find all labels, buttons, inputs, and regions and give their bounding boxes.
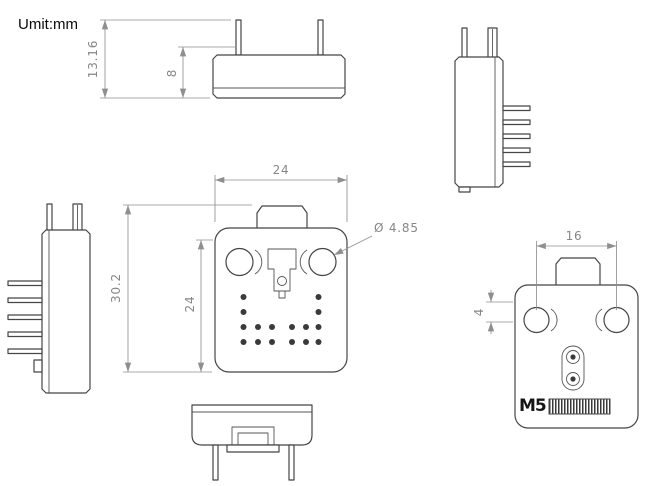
foot-tab — [458, 186, 471, 193]
pin — [235, 19, 242, 56]
module-body-side — [454, 56, 504, 188]
dimension-side-overall-height: 13.16 — [86, 19, 231, 99]
module-body-side — [212, 54, 346, 99]
dim-label-4: 4 — [472, 308, 486, 316]
dimension-hole-offset: 4 — [472, 290, 513, 334]
pin — [317, 19, 324, 56]
boss-arc — [550, 308, 558, 332]
dimension-front-inner-height: 24 — [183, 239, 213, 372]
header-footprint — [548, 398, 611, 415]
slot-outline — [561, 345, 585, 391]
view-front-center — [214, 205, 348, 373]
dim-label-30-2: 30.2 — [109, 273, 123, 303]
dim-label-24-height: 24 — [183, 296, 197, 313]
view-side-profile-right — [454, 27, 531, 193]
dimension-hole-spacing: 16 — [536, 229, 617, 310]
header-pins-side — [502, 105, 531, 168]
view-side-profile-top — [212, 19, 346, 99]
small-hole — [566, 350, 580, 364]
boss-arc — [254, 249, 263, 275]
connector-outline — [267, 248, 297, 292]
unit-label: Umit:mm — [18, 16, 78, 33]
bottom-tab — [226, 444, 280, 453]
dimension-front-width: 24 — [214, 163, 348, 222]
view-bottom — [191, 404, 313, 481]
header-pins-side — [7, 280, 43, 355]
dimension-front-overall-height: 30.2 — [109, 204, 252, 373]
top-tab — [555, 257, 601, 285]
tab — [461, 27, 468, 59]
connector-notch — [278, 290, 286, 299]
boss-arc — [299, 249, 308, 275]
connector-hole — [277, 276, 287, 286]
small-hole — [566, 372, 580, 386]
dim-label-8: 8 — [165, 69, 179, 77]
m5-logo: M5 — [519, 396, 546, 416]
view-front-right: M5 — [514, 257, 639, 429]
dim-label-24-width: 24 — [273, 163, 290, 177]
mounting-hole-right — [603, 306, 630, 334]
dimension-side-body-height: 8 — [165, 46, 236, 98]
through-holes — [240, 294, 322, 345]
dim-label-hole-diameter: Ø 4.85 — [374, 221, 419, 235]
tab — [46, 203, 53, 232]
boss-arc — [595, 308, 603, 332]
dim-label-13-16: 13.16 — [86, 40, 100, 78]
dimension-hole-diameter: Ø 4.85 — [333, 221, 419, 256]
dim-label-16: 16 — [566, 229, 583, 243]
module-body-bottom — [191, 404, 313, 446]
mounting-hole-left — [225, 247, 254, 277]
view-side-profile-left — [7, 203, 91, 394]
foot-tab — [33, 359, 43, 373]
top-tab — [256, 205, 308, 228]
module-body-side — [41, 229, 91, 394]
mounting-hole-right — [308, 247, 337, 277]
mounting-hole-left — [523, 306, 550, 334]
pin — [288, 444, 295, 481]
pin — [212, 444, 219, 481]
